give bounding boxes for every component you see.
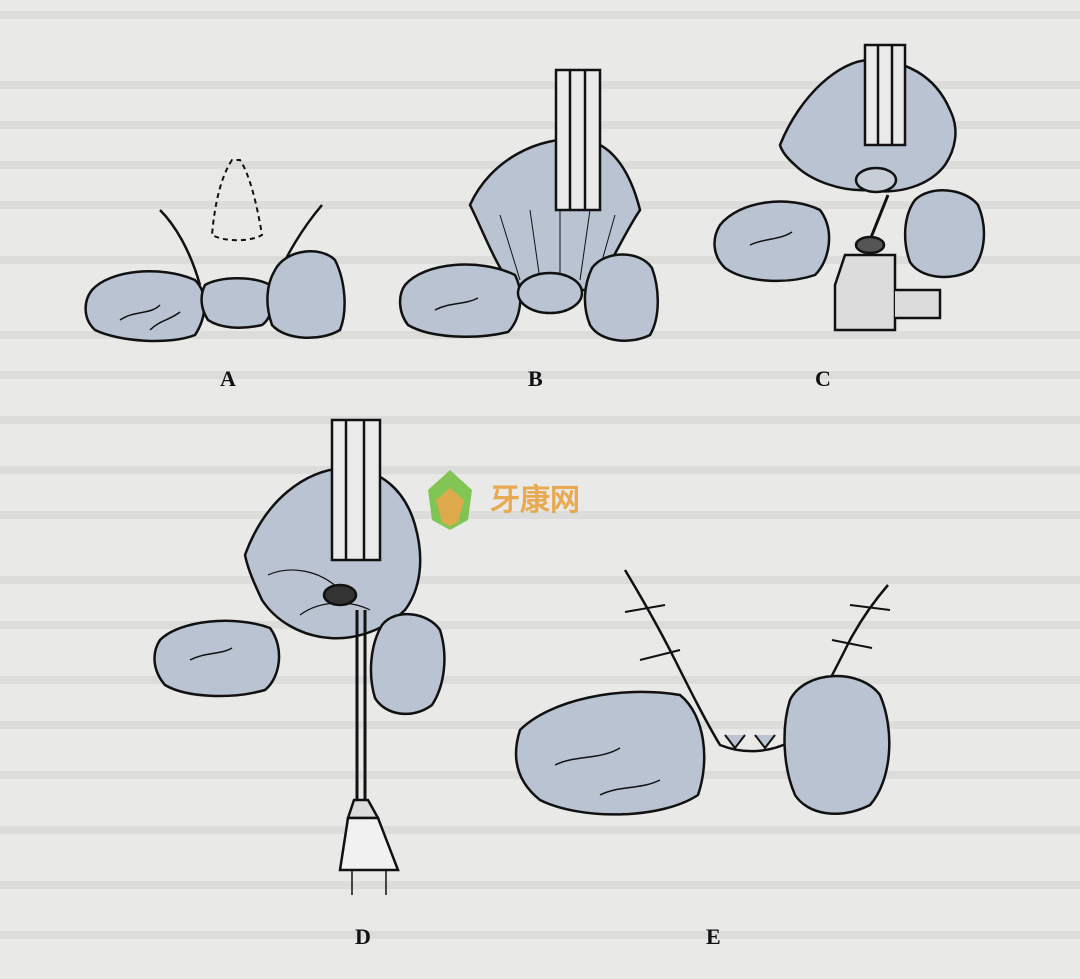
label-b: B xyxy=(528,366,543,391)
left-molar xyxy=(713,200,831,283)
watermark-text: 牙康网 xyxy=(490,483,580,518)
left-molar xyxy=(84,270,206,343)
watermark: 牙康网 xyxy=(428,470,580,530)
label-c: C xyxy=(815,366,831,391)
left-molar xyxy=(398,263,522,338)
retractor-instrument xyxy=(330,418,382,562)
right-premolar xyxy=(369,612,446,716)
panel-e xyxy=(514,569,891,816)
leaf-logo-icon xyxy=(428,470,472,530)
panel-b xyxy=(398,68,660,342)
drill-handpiece xyxy=(833,194,942,332)
suture-thread-left xyxy=(159,209,202,286)
label-e: E xyxy=(706,924,721,949)
label-d: D xyxy=(355,924,371,949)
socket-root xyxy=(200,277,274,329)
right-premolar xyxy=(783,674,891,815)
right-premolar xyxy=(266,250,346,340)
sutured-incision xyxy=(623,569,889,753)
panel-c xyxy=(713,43,986,332)
background-text-lines xyxy=(0,11,1080,939)
retractor-instrument xyxy=(554,68,602,212)
extracted-tooth-outline xyxy=(210,159,264,242)
panel-d xyxy=(153,418,446,895)
retractor-instrument xyxy=(863,43,907,147)
right-premolar xyxy=(903,189,986,279)
suture-knots xyxy=(624,604,891,750)
left-molar xyxy=(153,619,281,698)
right-premolar xyxy=(583,253,660,342)
panel-a xyxy=(84,159,346,343)
label-a: A xyxy=(220,366,236,391)
socket xyxy=(322,583,358,607)
socket xyxy=(516,271,584,315)
socket xyxy=(854,166,898,194)
elevator-instrument xyxy=(338,610,400,895)
